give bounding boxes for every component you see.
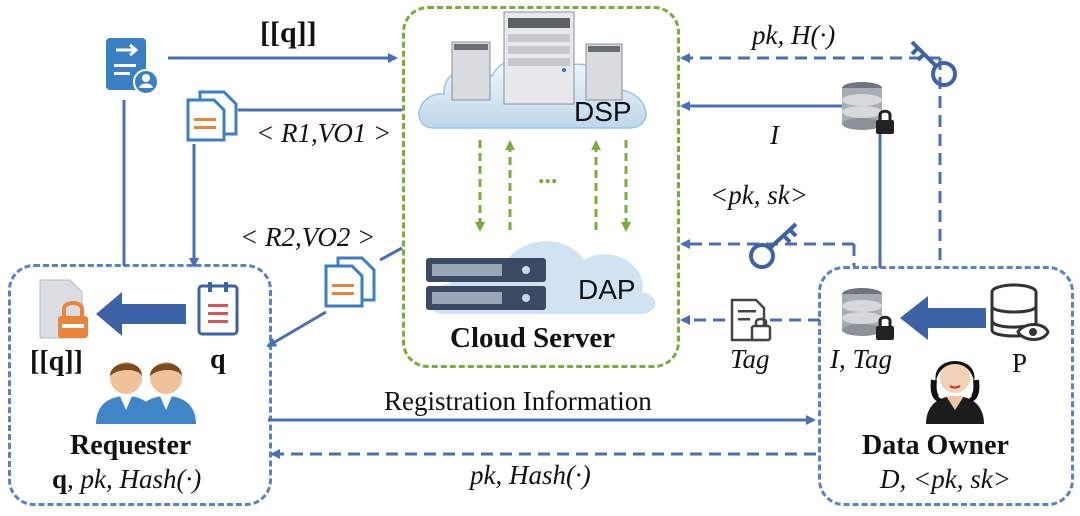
documents-icon: [324, 256, 376, 308]
requester-query-label: q: [210, 344, 226, 375]
database-lock-icon: [842, 82, 894, 134]
data-owner-title: Data Owner: [862, 430, 1009, 461]
key-icon: [749, 222, 798, 269]
requester-q-bold: q: [52, 464, 68, 494]
requester-keys-text: , pk, Hash(·): [67, 464, 202, 494]
request-form-icon: [106, 38, 159, 95]
database-eye-icon: [990, 283, 1050, 341]
locked-document-icon: [39, 279, 88, 339]
requester-box: [8, 264, 272, 506]
registration-label: Registration Information: [384, 386, 652, 416]
arrow-r2vo2-b: [266, 310, 327, 348]
big-arrow-owner: [900, 296, 986, 340]
pk-sk-label: <pk, sk>: [710, 180, 808, 210]
dap-label: DAP: [578, 274, 636, 305]
ellipsis-label: ...: [538, 160, 558, 189]
r2vo2-label: < R2,VO2 >: [240, 222, 376, 252]
tag-label: Tag: [730, 344, 770, 374]
requester-title: Requester: [70, 430, 192, 461]
owner-i-tag-label: I, Tag: [830, 344, 893, 374]
big-arrow-requester: [96, 292, 186, 336]
cloud-dap-icon: [426, 241, 656, 314]
clipboard-icon: [197, 282, 239, 336]
data-owner-keys: D, <pk, sk>: [880, 464, 1011, 494]
owner-p-label: P: [1012, 348, 1028, 378]
enc-query-left-label: [[q]]: [30, 346, 83, 377]
index-i-label: I: [770, 120, 779, 150]
data-owner-box: [818, 266, 1074, 506]
user-icon: [96, 362, 196, 424]
enc-query-top-label: [[q]]: [260, 16, 317, 49]
documents-icon: [186, 90, 238, 142]
r1vo1-label: < R1,VO1 >: [256, 118, 392, 148]
cloud-server-box: [402, 6, 680, 368]
dsp-label: DSP: [574, 96, 632, 127]
cloud-dsp-icon: [418, 11, 647, 129]
key-icon: [910, 40, 957, 87]
tag-document-icon: [730, 298, 772, 342]
line-r2vo2-a: [379, 246, 403, 262]
cloud-server-label: Cloud Server: [450, 322, 616, 354]
user-icon: [926, 361, 984, 424]
pk-h-label: pk, H(·): [752, 20, 836, 50]
database-lock-icon: [842, 288, 894, 340]
rack-server-icon: [426, 258, 546, 310]
requester-keys: q, pk, Hash(·): [52, 466, 201, 493]
pk-hash-label: pk, Hash(·): [470, 460, 591, 490]
